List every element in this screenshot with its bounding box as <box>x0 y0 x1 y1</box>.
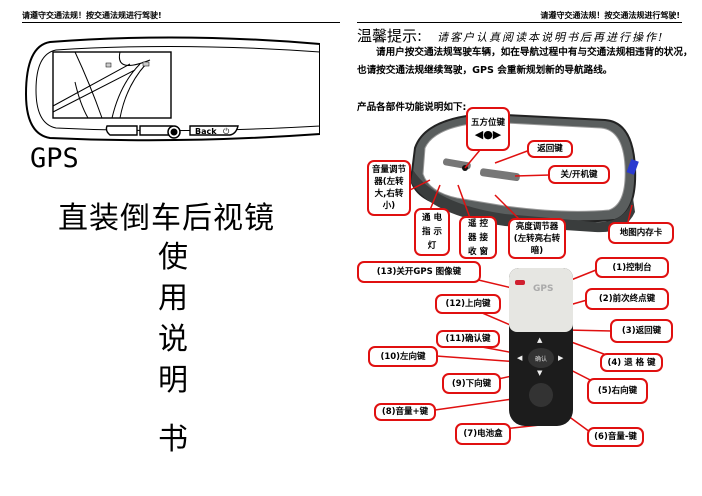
mirror-back-label: Back <box>195 127 217 136</box>
callout-11: (11)确认键 <box>436 330 500 348</box>
svg-text:⏻: ⏻ <box>223 127 230 136</box>
down-arrow-icon[interactable]: ▼ <box>537 369 543 377</box>
tip-handwritten: 请客户认真阅读本说明书后再进行操作! <box>437 31 665 44</box>
header-right: 请遵守交通法规！按交通法规进行驾驶! <box>540 11 680 20</box>
callout-7: (7)电池盒 <box>455 423 511 445</box>
manual-char: 用 <box>158 281 188 316</box>
tip-title: 温馨提示: <box>357 27 423 45</box>
callout-10: (10)左向键 <box>368 346 438 367</box>
ok-key[interactable]: 确认 <box>528 348 554 368</box>
callout-back: 返回键 <box>527 140 573 158</box>
manual-char: 明 <box>158 363 188 398</box>
mirror-line-drawing: Back ⏻ <box>24 36 320 142</box>
header-left: 请遵守交通法规！按交通法规进行驾驶! <box>22 11 162 20</box>
left-arrow-icon[interactable]: ◀ <box>517 354 523 362</box>
callout-volume: 音量调节器(左转大,右转小) <box>367 160 411 216</box>
callout-brightness: 亮度调节器(左转亮右转暗) <box>508 218 566 259</box>
five-way-arrows-icon: ◀●▶ <box>474 128 502 141</box>
up-arrow-icon[interactable]: ▲ <box>537 336 543 344</box>
manual-char: 说 <box>158 322 188 357</box>
callout-map-card: 地图内存卡 <box>608 222 674 244</box>
callout-13: (13)关开GPS 图像键 <box>357 261 481 283</box>
callout-4: (4) 退 格 键 <box>600 353 663 372</box>
callout-5: (5)右向键 <box>587 378 648 404</box>
volume-ring[interactable] <box>529 383 553 407</box>
callout-1: (1)控制台 <box>595 257 669 278</box>
five-way-label: 五方位键 <box>470 118 505 128</box>
remote-control: GPS 确认 ▲ ▼ ◀ ▶ <box>509 268 573 426</box>
callout-6: (6)音量-键 <box>587 427 644 447</box>
manual-char: 使 <box>158 240 188 275</box>
callout-power-led: 通 电 指 示 灯 <box>414 208 450 256</box>
header-rule-left <box>22 22 340 23</box>
callout-power: 关/开机键 <box>548 165 610 184</box>
cover-gps: GPS <box>30 143 79 174</box>
tip-paragraph: 请用户按交通法规驾驶车辆，如在导航过程中有与交通法规相违背的状况，也请按交通法规… <box>357 47 693 76</box>
cover-subtitle: 直装倒车后视镜 <box>58 201 275 236</box>
callout-five-way: 五方位键◀●▶ <box>466 107 510 151</box>
remote-logo: GPS <box>533 284 554 294</box>
right-arrow-icon[interactable]: ▶ <box>558 354 564 362</box>
tip-intro: 产品各部件功能说明如下: <box>357 102 467 113</box>
callout-8: (8)音量+键 <box>374 403 436 421</box>
header-rule-right <box>357 22 682 23</box>
callout-9: (9)下向键 <box>442 373 501 394</box>
callout-12: (12)上向键 <box>435 294 501 314</box>
manual-char: 书 <box>158 422 188 457</box>
callout-3: (3)返回键 <box>610 319 673 343</box>
gps-power-key[interactable] <box>515 280 525 285</box>
callout-2: (2)前次终点键 <box>585 288 669 310</box>
callout-ir-window: 遥 控 器 接 收 窗 <box>459 216 497 259</box>
